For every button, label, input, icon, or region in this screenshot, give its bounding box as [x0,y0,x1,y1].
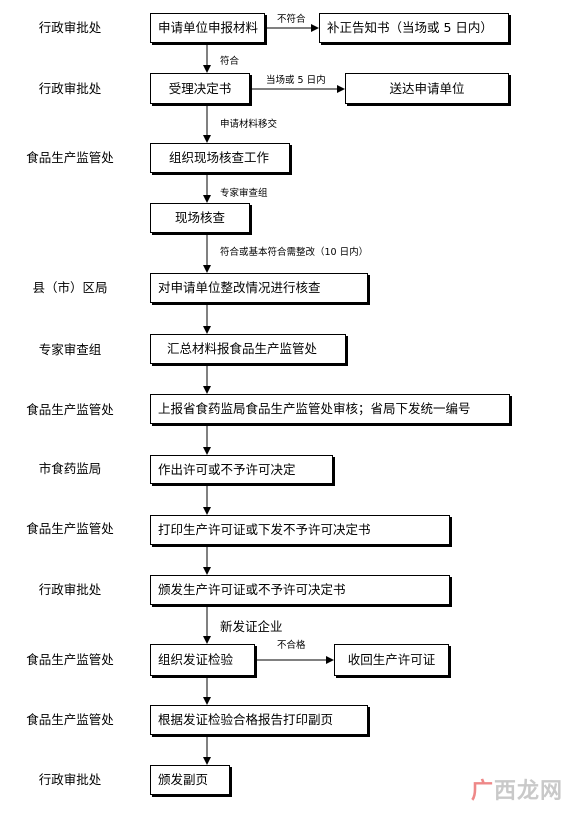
node-label: 补正告知书（当场或 5 日内） [327,20,493,35]
lane-label: 行政审批处 [38,81,102,96]
node-onsite-inspection: 现场核查 [150,203,250,233]
watermark: 广西龙网 [471,773,563,805]
node-label: 颁发副页 [158,772,209,787]
node-correction-notice: 补正告知书（当场或 5 日内） [319,13,509,43]
edge-label-rectify: 符合或基本符合需整改（10 日内） [220,247,369,258]
node-label: 组织发证检验 [158,652,234,667]
node-label: 组织现场核查工作 [169,150,270,165]
lane-label: 行政审批处 [38,582,102,597]
lane-label: 食品生产监管处 [26,521,114,536]
node-revoke-license: 收回生产许可证 [334,644,449,676]
node-print-license: 打印生产许可证或下发不予许可决定书 [150,515,450,545]
node-certification-test: 组织发证检验 [150,644,255,676]
edge-label-expert-group: 专家审查组 [220,188,268,199]
node-organize-inspection: 组织现场核查工作 [150,143,290,173]
edge-label-unqualified: 不合格 [277,640,306,651]
node-issue-copy-page: 颁发副页 [150,765,230,795]
edge-label-transfer-materials: 申请材料移交 [220,119,278,130]
node-label: 申请单位申报材料 [158,20,259,35]
lane-label: 食品生产监管处 [26,652,114,667]
node-submit-summary: 汇总材料报食品生产监管处 [150,334,346,364]
lane-label: 食品生产监管处 [26,402,114,417]
watermark-text: 西龙网 [493,779,563,804]
lane-label: 行政审批处 [38,20,102,35]
node-rectification-check: 对申请单位整改情况进行核查 [150,273,368,303]
lane-label: 食品生产监管处 [26,712,114,727]
node-label: 汇总材料报食品生产监管处 [167,341,318,356]
lane-label: 市食药监局 [38,461,102,476]
node-provincial-review: 上报省食药监局食品生产监管处审核；省局下发统一编号 [150,394,510,424]
lane-label: 行政审批处 [38,772,102,787]
edge-label-compliant: 符合 [220,56,240,67]
node-label: 对申请单位整改情况进行核查 [158,280,321,295]
node-label: 现场核查 [174,210,225,225]
node-label: 根据发证检验合格报告打印副页 [158,712,334,727]
node-label: 颁发生产许可证或不予许可决定书 [158,582,346,597]
node-label: 收回生产许可证 [347,652,436,667]
node-print-copy-page: 根据发证检验合格报告打印副页 [150,705,368,735]
edge-label-same-day: 当场或 5 日内 [266,75,326,86]
node-label: 上报省食药监局食品生产监管处审核；省局下发统一编号 [158,401,471,416]
node-label: 打印生产许可证或下发不予许可决定书 [158,522,371,537]
node-deliver-applicant: 送达申请单位 [345,73,509,104]
lane-label: 食品生产监管处 [26,150,114,165]
lane-label: 专家审查组 [38,342,102,357]
node-issue-license: 颁发生产许可证或不予许可决定书 [150,575,450,605]
node-acceptance-decision: 受理决定书 [150,73,250,104]
watermark-mark: 广 [470,779,494,804]
node-label: 送达申请单位 [389,80,465,96]
edge-label-new-enterprise: 新发证企业 [220,619,283,634]
node-apply-materials: 申请单位申报材料 [150,13,265,43]
node-label: 作出许可或不予许可决定 [158,461,296,477]
lane-label: 县（市）区局 [32,280,108,295]
node-license-decision: 作出许可或不予许可决定 [150,455,333,484]
edge-label-not-compliant: 不符合 [277,14,306,25]
node-label: 受理决定书 [168,80,232,96]
